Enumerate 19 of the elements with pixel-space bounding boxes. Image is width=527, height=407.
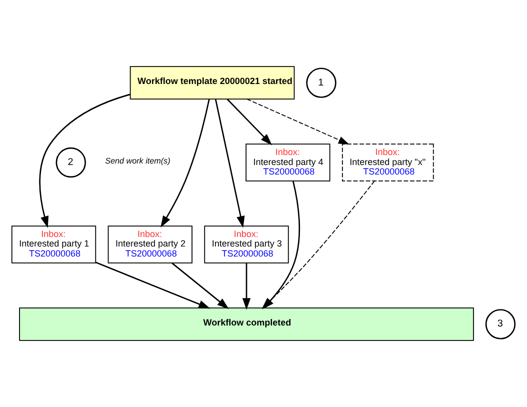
node-box: Inbox: Interested party 3 TS20000068	[204, 226, 289, 264]
arrow	[242, 263, 251, 310]
label: 2	[68, 157, 74, 168]
node-box: Inbox: Interested party 4 TS20000068	[246, 144, 330, 182]
arrow	[172, 262, 229, 310]
label: 3	[497, 318, 503, 330]
arrow	[160, 99, 210, 228]
arrow	[226, 98, 272, 146]
arrow	[96, 262, 210, 309]
node-box: Inbox: Interested party 1 TS20000068	[11, 226, 96, 264]
arrow	[214, 98, 245, 228]
node-box: Inbox: Interested party 2 TS20000068	[108, 226, 192, 264]
label: Send work item(s)	[105, 156, 170, 166]
arrow	[246, 98, 350, 144]
label: 1	[318, 77, 324, 88]
node-box: Inbox: Interested party "x" TS20000068	[342, 144, 434, 182]
node-box: Workflow template 20000021 started	[130, 66, 295, 100]
node-box: Workflow completed	[19, 308, 474, 341]
arrow	[39, 94, 130, 228]
